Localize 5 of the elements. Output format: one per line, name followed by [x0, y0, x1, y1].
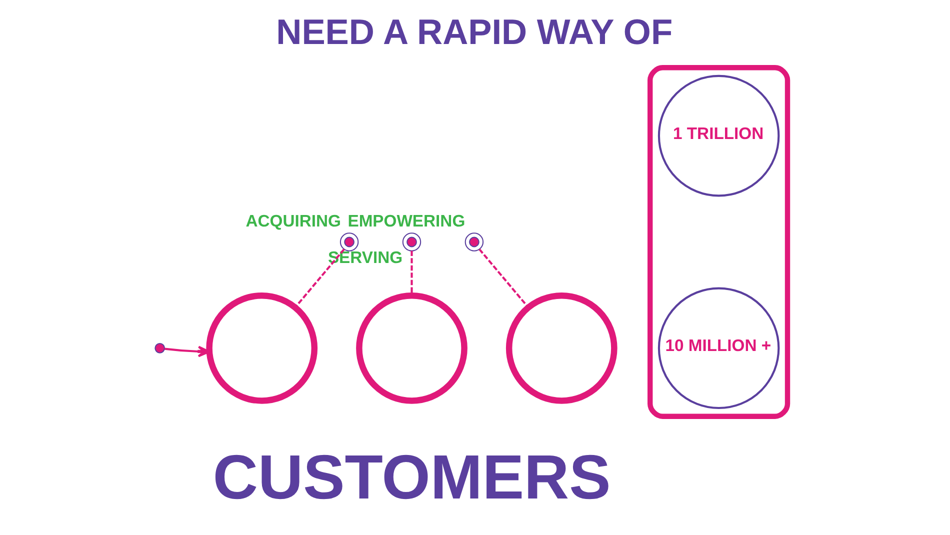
label: CUSTOMERS: [212, 442, 610, 513]
diagram-title: NEED A RAPID WAY OF: [276, 12, 672, 52]
node-label: ACQUIRING: [245, 212, 340, 231]
node-label: SERVING: [327, 248, 402, 268]
node-label: EMPOWERING: [347, 212, 465, 231]
